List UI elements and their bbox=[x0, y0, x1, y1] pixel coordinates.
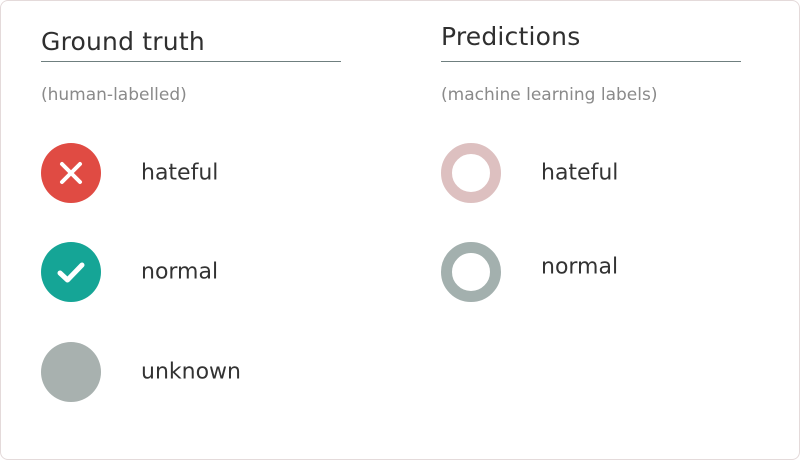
ground-truth-subtitle: (human-labelled) bbox=[41, 85, 187, 105]
legend-item-prediction-normal: normal bbox=[441, 242, 761, 302]
legend-item-ground-truth-normal: normal bbox=[41, 242, 361, 302]
legend-item-prediction-hateful: hateful bbox=[441, 143, 761, 203]
predictions-subtitle: (machine learning labels) bbox=[441, 85, 658, 105]
legend-label: normal bbox=[541, 254, 619, 280]
legend-label: unknown bbox=[141, 359, 241, 385]
ground-truth-divider bbox=[41, 61, 341, 62]
legend-label: normal bbox=[141, 259, 219, 285]
legend-item-ground-truth-hateful: hateful bbox=[41, 143, 361, 203]
legend-label: hateful bbox=[141, 160, 219, 186]
predictions-heading: Predictions bbox=[441, 22, 581, 51]
legend-label: hateful bbox=[541, 160, 619, 186]
ring-icon bbox=[441, 143, 501, 203]
predictions-divider bbox=[441, 61, 741, 62]
x-circle-icon bbox=[41, 143, 101, 203]
ring-icon bbox=[441, 242, 501, 302]
legend-item-ground-truth-unknown: unknown bbox=[41, 342, 361, 402]
ground-truth-heading: Ground truth bbox=[41, 27, 205, 56]
check-circle-icon bbox=[41, 242, 101, 302]
filled-circle-icon bbox=[41, 342, 101, 402]
